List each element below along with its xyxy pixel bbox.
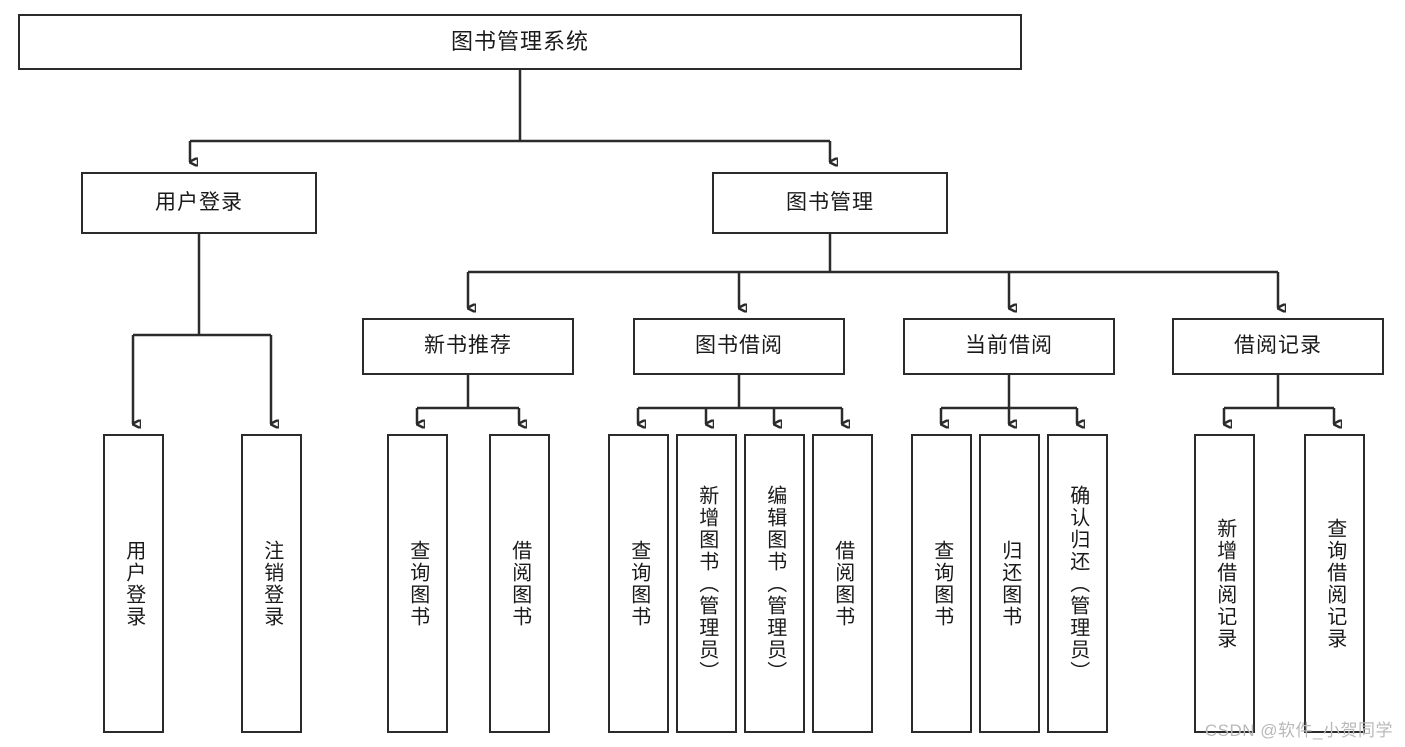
node-current-borrow-label: 当前借阅: [965, 334, 1053, 358]
leaf-label: 借阅图书: [508, 539, 531, 628]
node-user-login[interactable]: 用户登录: [81, 172, 317, 234]
leaf-label: 编辑图书（管理员）: [763, 484, 786, 683]
node-root[interactable]: 图书管理系统: [18, 14, 1022, 70]
node-book-management[interactable]: 图书管理: [712, 172, 948, 234]
node-book-borrow-label: 图书借阅: [695, 334, 783, 358]
leaf-book-borrow-add[interactable]: 新增图书（管理员）: [676, 434, 737, 733]
leaf-borrow-record-query[interactable]: 查询借阅记录: [1304, 434, 1365, 733]
node-book-management-label: 图书管理: [786, 190, 874, 214]
node-root-label: 图书管理系统: [450, 29, 589, 55]
leaf-book-borrow-edit[interactable]: 编辑图书（管理员）: [744, 434, 805, 733]
leaf-current-borrow-return[interactable]: 归还图书: [979, 434, 1040, 733]
leaf-book-borrow-query[interactable]: 查询图书: [608, 434, 669, 733]
leaf-borrow-record-add[interactable]: 新增借阅记录: [1194, 434, 1255, 733]
node-borrow-record[interactable]: 借阅记录: [1172, 318, 1384, 375]
leaf-current-borrow-confirm-return[interactable]: 确认归还（管理员）: [1047, 434, 1108, 733]
node-user-login-label: 用户登录: [155, 190, 243, 214]
leaf-label: 查询图书: [627, 539, 650, 628]
node-current-borrow[interactable]: 当前借阅: [903, 318, 1115, 375]
node-new-book-recommend[interactable]: 新书推荐: [362, 318, 574, 375]
node-book-borrow[interactable]: 图书借阅: [633, 318, 845, 375]
leaf-label: 查询图书: [406, 539, 429, 628]
node-borrow-record-label: 借阅记录: [1234, 334, 1322, 358]
leaf-label: 注销登录: [260, 539, 283, 628]
watermark: CSDN @软件_小贺同学: [1204, 721, 1393, 740]
leaf-label: 确认归还（管理员）: [1066, 484, 1089, 683]
leaf-new-book-borrow[interactable]: 借阅图书: [489, 434, 550, 733]
leaf-label: 查询图书: [930, 539, 953, 628]
node-new-book-recommend-label: 新书推荐: [424, 334, 512, 358]
leaf-label: 新增图书（管理员）: [695, 484, 718, 683]
leaf-user-login-login[interactable]: 用户登录: [103, 434, 164, 733]
leaf-new-book-query[interactable]: 查询图书: [387, 434, 448, 733]
leaf-label: 归还图书: [998, 539, 1021, 628]
leaf-user-login-logout[interactable]: 注销登录: [241, 434, 302, 733]
leaf-label: 借阅图书: [831, 539, 854, 628]
leaf-book-borrow-borrow[interactable]: 借阅图书: [812, 434, 873, 733]
leaf-current-borrow-query[interactable]: 查询图书: [911, 434, 972, 733]
leaf-label: 用户登录: [122, 539, 145, 628]
leaf-label: 查询借阅记录: [1323, 517, 1346, 650]
leaf-label: 新增借阅记录: [1213, 517, 1236, 650]
